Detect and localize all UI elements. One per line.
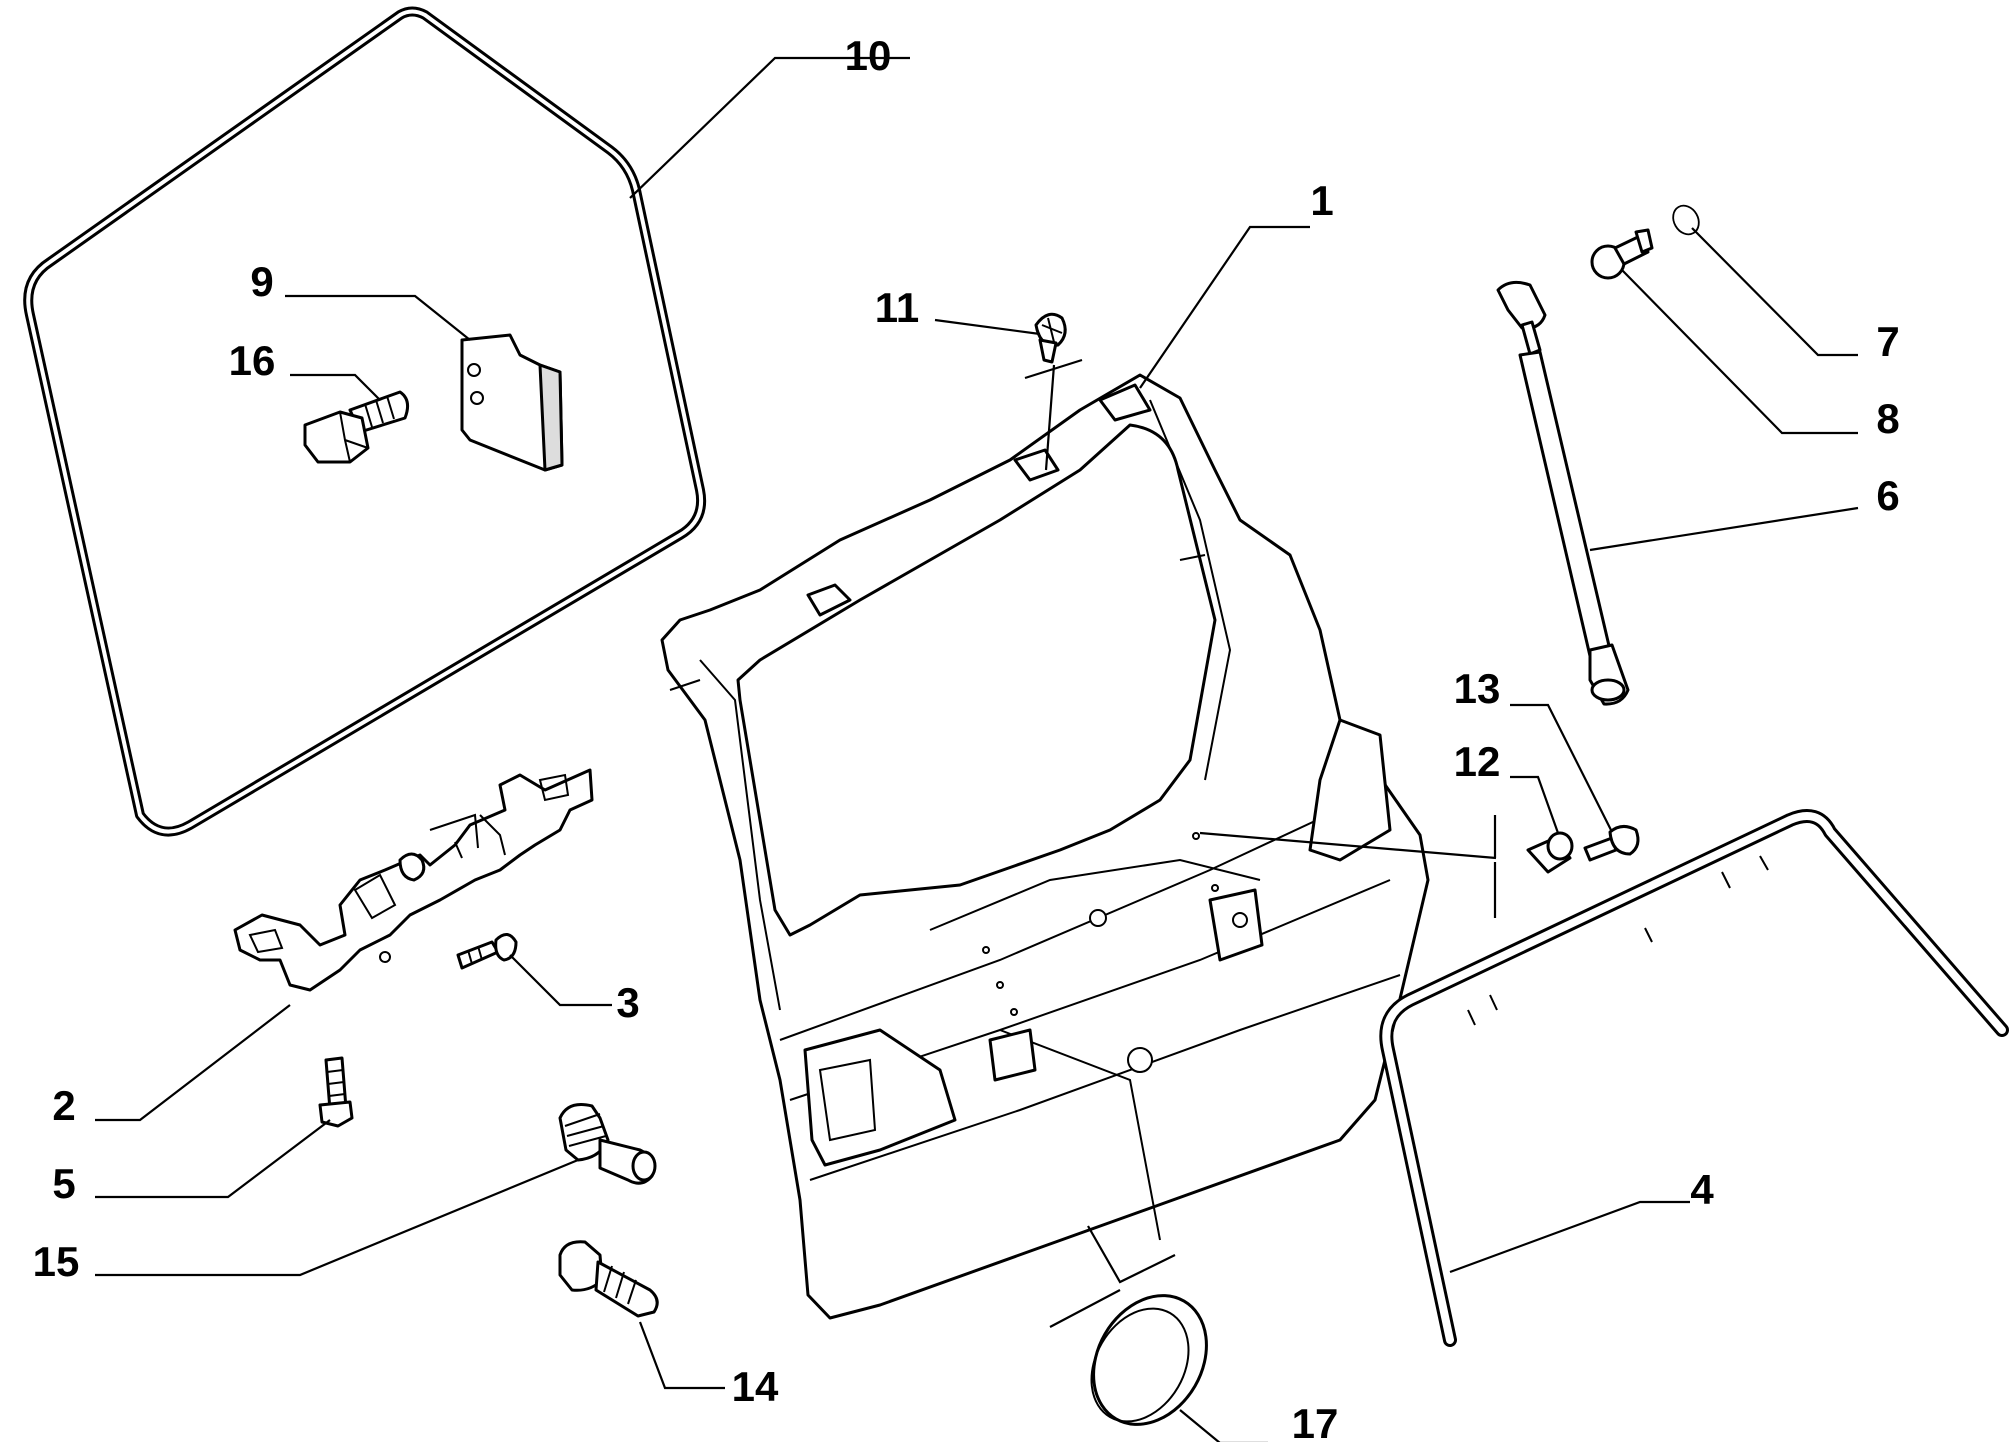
part-11-screw	[1034, 312, 1067, 364]
label-2: 2	[52, 1082, 75, 1129]
part-15-pin	[558, 1103, 657, 1185]
part-1-tailgate	[660, 373, 1430, 1320]
label-13: 13	[1454, 665, 1501, 712]
part-3-bolt	[456, 933, 518, 970]
part-13-screw	[1583, 825, 1640, 862]
label-11: 11	[875, 284, 919, 331]
label-7: 7	[1876, 318, 1899, 365]
part-10-window-seal	[23, 6, 706, 837]
part-17-plug	[1090, 1294, 1208, 1426]
label-6: 6	[1876, 472, 1899, 519]
part-6-gas-strut	[1496, 280, 1630, 706]
part-8-ball-stud	[1590, 228, 1654, 280]
label-14: 14	[732, 1363, 779, 1410]
label-1: 1	[1310, 177, 1333, 224]
label-16: 16	[229, 337, 276, 384]
label-5: 5	[52, 1160, 75, 1207]
part-5-bolt	[318, 1056, 354, 1128]
label-10: 10	[845, 32, 892, 79]
part-16-bolt	[303, 390, 410, 464]
label-8: 8	[1876, 395, 1899, 442]
part-9-bracket	[460, 333, 564, 472]
leader-lines	[95, 56, 1859, 1442]
callout-labels: 10 1 9 16 11 7 8 6 13 12 3 2 5 15 4 14 1…	[33, 32, 1900, 1442]
label-3: 3	[616, 979, 639, 1026]
label-15: 15	[33, 1238, 80, 1285]
part-14-bolt	[558, 1240, 659, 1318]
part-2-hinge	[233, 768, 594, 992]
label-9: 9	[250, 258, 273, 305]
label-4: 4	[1690, 1166, 1714, 1213]
part-7-cap	[1672, 204, 1700, 236]
part-12-spacer	[1526, 831, 1574, 874]
label-12: 12	[1454, 738, 1501, 785]
part-4-side-seal	[1379, 809, 2009, 1347]
label-17: 17	[1292, 1400, 1339, 1442]
